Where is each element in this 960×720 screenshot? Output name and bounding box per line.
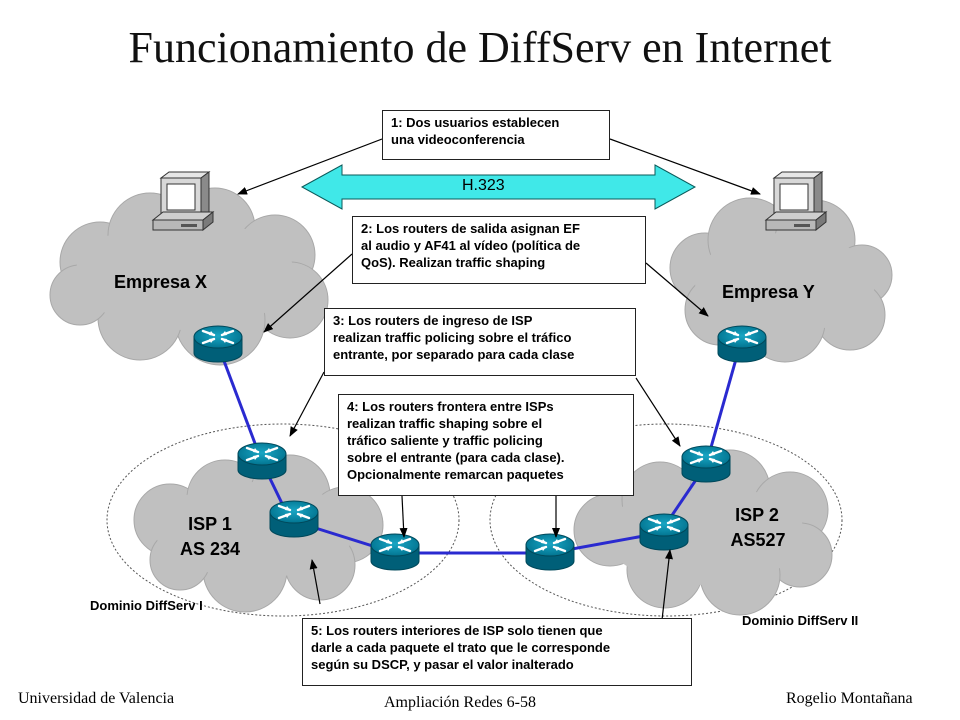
h323-label: H.323 (462, 177, 505, 194)
computer-icon (152, 171, 214, 231)
callout-step-1: 1: Dos usuarios establecen una videoconf… (382, 110, 610, 160)
computer-icon (765, 171, 827, 231)
router-icon (716, 324, 768, 364)
cloud-empresa-x (49, 187, 329, 366)
footer-author: Rogelio Montañana (786, 690, 913, 707)
router-icon (236, 441, 288, 481)
footer-institution: Universidad de Valencia (18, 690, 175, 707)
isp1-as-label: AS 234 (179, 539, 241, 559)
domain-1-label: Dominio DiffServ I (90, 598, 203, 613)
callout-step-3: 3: Los routers de ingreso de ISP realiza… (324, 308, 636, 376)
callout-step-5: 5: Los routers interiores de ISP solo ti… (302, 618, 692, 686)
domain-2-label: Dominio DiffServ II (742, 613, 859, 628)
router-icon (680, 444, 732, 484)
footer-course-page: Ampliación Redes 6-58 (384, 694, 536, 711)
router-icon (268, 499, 320, 539)
h323-arrow (300, 164, 697, 210)
router-icon (369, 532, 421, 572)
router-icon (192, 324, 244, 364)
isp2-label: ISP 2 (735, 505, 779, 525)
callout-step-4: 4: Los routers frontera entre ISPs reali… (338, 394, 634, 496)
empresa-x-label: Empresa X (114, 272, 208, 292)
diffserv-domain-2 (489, 423, 843, 617)
diffserv-domain-1 (106, 423, 460, 617)
cloud-isp2 (573, 449, 833, 616)
router-icon (524, 532, 576, 572)
empresa-y-label: Empresa Y (722, 282, 815, 302)
isp1-label: ISP 1 (188, 514, 232, 534)
isp2-as-label: AS527 (730, 530, 786, 550)
router-icon (638, 512, 690, 552)
callout-step-2: 2: Los routers de salida asignan EF al a… (352, 216, 646, 284)
page-title: Funcionamiento de DiffServ en Internet (128, 23, 832, 72)
